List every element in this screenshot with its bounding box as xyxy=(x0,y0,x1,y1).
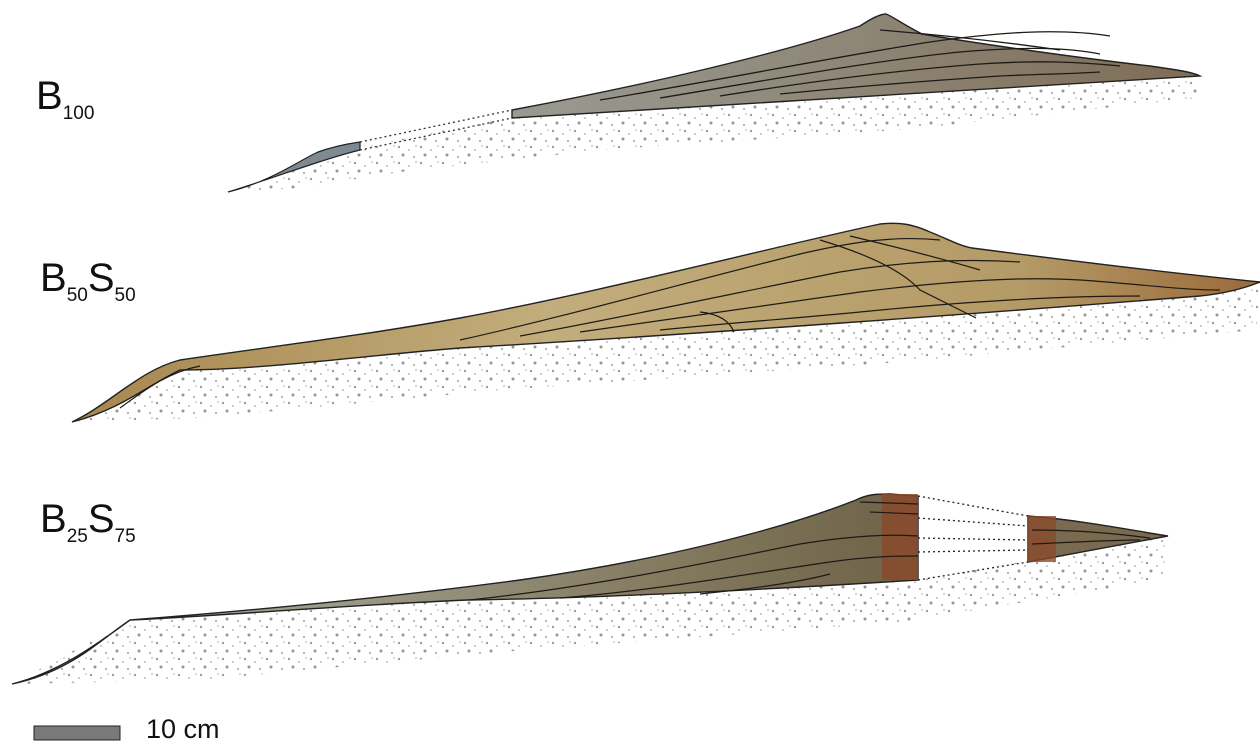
cut-face-left-b25s75 xyxy=(882,494,918,580)
label-b100: B100 xyxy=(36,76,94,123)
cut-face-right-b25s75 xyxy=(1028,516,1056,562)
profile-b100 xyxy=(228,14,1200,192)
scale-bar-label: 10 cm xyxy=(146,716,220,743)
substrate-b25s75 xyxy=(12,536,1168,684)
scale-bar xyxy=(34,726,120,740)
profile-b25s75 xyxy=(12,494,1168,684)
profile-b50s50 xyxy=(72,223,1260,422)
label-b50s50: B50S50 xyxy=(40,258,136,305)
label-b25s75: B25S75 xyxy=(40,499,136,546)
